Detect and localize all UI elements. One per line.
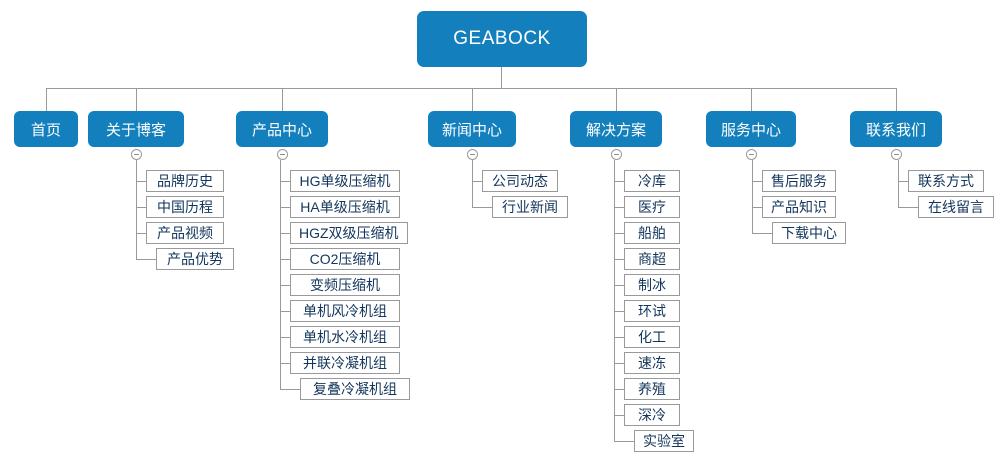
leaf-node-1-0[interactable]: 品牌历史: [146, 170, 224, 192]
nav-node-4[interactable]: 解决方案: [570, 111, 662, 147]
leaf-connector-line: [280, 363, 290, 364]
leaf-connector-line: [614, 441, 634, 442]
branch-trunk-line: [472, 160, 473, 207]
leaf-node-4-2[interactable]: 船舶: [624, 222, 680, 244]
leaf-connector-line: [614, 337, 624, 338]
leaf-node-2-8[interactable]: 复叠冷凝机组: [300, 378, 410, 400]
leaf-node-4-1[interactable]: 医疗: [624, 196, 680, 218]
leaf-node-2-3[interactable]: CO2压缩机: [290, 248, 400, 270]
nav-connector-line: [751, 88, 752, 111]
nav-connector-line: [282, 88, 283, 111]
leaf-node-4-4[interactable]: 制冰: [624, 274, 680, 296]
leaf-connector-line: [472, 181, 482, 182]
leaf-node-2-4[interactable]: 变频压缩机: [290, 274, 400, 296]
leaf-connector-line: [614, 389, 624, 390]
leaf-connector-line: [898, 207, 918, 208]
leaf-connector-line: [614, 181, 624, 182]
leaf-connector-line: [280, 207, 290, 208]
minus-circle-icon[interactable]: [745, 149, 757, 160]
leaf-node-3-0[interactable]: 公司动态: [482, 170, 558, 192]
minus-circle-icon[interactable]: [890, 149, 902, 160]
nav-connector-line: [136, 88, 137, 111]
nav-node-6[interactable]: 联系我们: [850, 111, 942, 147]
leaf-connector-line: [752, 207, 762, 208]
branch-trunk-line: [614, 160, 615, 441]
nav-node-3[interactable]: 新闻中心: [428, 111, 516, 147]
leaf-node-6-1[interactable]: 在线留言: [918, 196, 994, 218]
minus-circle-icon[interactable]: [466, 149, 478, 160]
leaf-node-4-0[interactable]: 冷库: [624, 170, 680, 192]
horizontal-bus-line: [46, 88, 897, 89]
leaf-node-5-2[interactable]: 下载中心: [772, 222, 846, 244]
leaf-connector-line: [136, 259, 156, 260]
leaf-connector-line: [614, 363, 624, 364]
leaf-node-1-2[interactable]: 产品视频: [146, 222, 224, 244]
leaf-node-4-3[interactable]: 商超: [624, 248, 680, 270]
branch-trunk-line: [898, 160, 899, 207]
nav-connector-line: [616, 88, 617, 111]
leaf-connector-line: [752, 233, 772, 234]
minus-circle-icon[interactable]: [610, 149, 622, 160]
leaf-node-4-9[interactable]: 深冷: [624, 404, 680, 426]
leaf-connector-line: [752, 181, 762, 182]
leaf-connector-line: [614, 259, 624, 260]
branch-trunk-line: [280, 160, 281, 389]
leaf-node-4-6[interactable]: 化工: [624, 326, 680, 348]
leaf-connector-line: [280, 337, 290, 338]
leaf-connector-line: [136, 181, 146, 182]
root-node-geabock[interactable]: GEABOCK: [417, 11, 587, 67]
leaf-node-1-1[interactable]: 中国历程: [146, 196, 224, 218]
leaf-connector-line: [280, 181, 290, 182]
nav-connector-line: [46, 88, 47, 111]
root-connector-line: [501, 67, 502, 88]
leaf-connector-line: [614, 415, 624, 416]
leaf-connector-line: [280, 311, 290, 312]
leaf-connector-line: [280, 259, 290, 260]
minus-circle-icon[interactable]: [130, 149, 142, 160]
leaf-connector-line: [280, 285, 290, 286]
leaf-node-2-0[interactable]: HG单级压缩机: [290, 170, 400, 192]
leaf-connector-line: [898, 181, 908, 182]
branch-trunk-line: [752, 160, 753, 233]
leaf-node-4-10[interactable]: 实验室: [634, 430, 694, 452]
leaf-node-2-1[interactable]: HA单级压缩机: [290, 196, 400, 218]
leaf-connector-line: [136, 207, 146, 208]
leaf-connector-line: [472, 207, 492, 208]
leaf-node-4-7[interactable]: 速冻: [624, 352, 680, 374]
nav-node-5[interactable]: 服务中心: [706, 111, 796, 147]
leaf-connector-line: [614, 311, 624, 312]
nav-connector-line: [896, 88, 897, 111]
minus-circle-icon[interactable]: [276, 149, 288, 160]
leaf-node-2-5[interactable]: 单机风冷机组: [290, 300, 400, 322]
leaf-connector-line: [614, 285, 624, 286]
leaf-node-5-1[interactable]: 产品知识: [762, 196, 836, 218]
leaf-node-5-0[interactable]: 售后服务: [762, 170, 836, 192]
nav-node-0[interactable]: 首页: [14, 111, 78, 147]
leaf-connector-line: [136, 233, 146, 234]
leaf-node-4-5[interactable]: 环试: [624, 300, 680, 322]
nav-connector-line: [472, 88, 473, 111]
leaf-node-2-6[interactable]: 单机水冷机组: [290, 326, 400, 348]
nav-node-2[interactable]: 产品中心: [236, 111, 328, 147]
leaf-connector-line: [614, 207, 624, 208]
leaf-node-3-1[interactable]: 行业新闻: [492, 196, 568, 218]
leaf-connector-line: [614, 233, 624, 234]
leaf-connector-line: [280, 233, 290, 234]
branch-trunk-line: [136, 160, 137, 259]
leaf-node-2-7[interactable]: 并联冷凝机组: [290, 352, 400, 374]
leaf-node-6-0[interactable]: 联系方式: [908, 170, 984, 192]
leaf-node-1-3[interactable]: 产品优势: [156, 248, 234, 270]
leaf-node-4-8[interactable]: 养殖: [624, 378, 680, 400]
nav-node-1[interactable]: 关于博客: [88, 111, 184, 147]
leaf-node-2-2[interactable]: HGZ双级压缩机: [290, 222, 408, 244]
leaf-connector-line: [280, 389, 300, 390]
